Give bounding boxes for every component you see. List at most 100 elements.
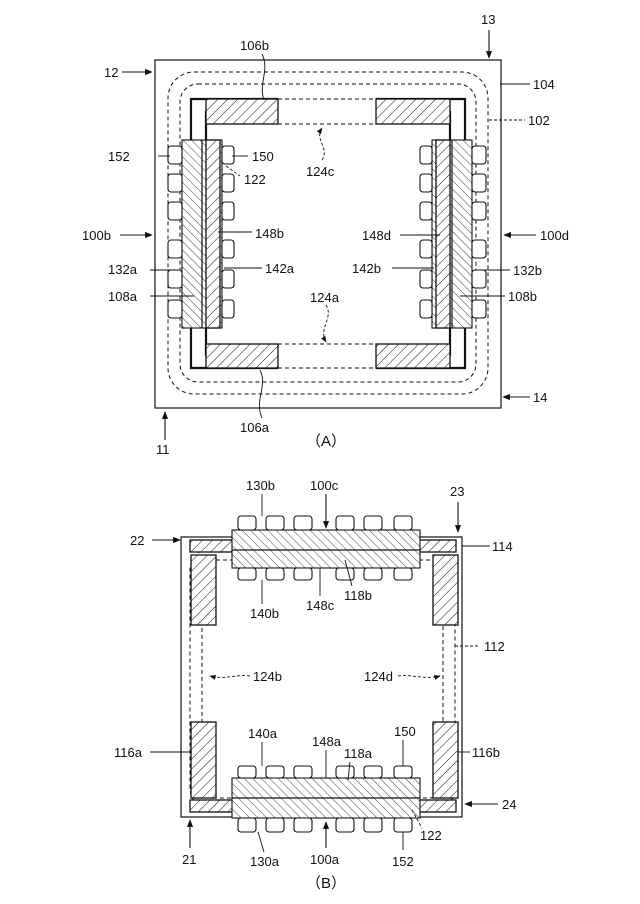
- label-21: 21: [182, 852, 196, 867]
- block-106a-left: [206, 344, 278, 368]
- bolt-nut: [294, 766, 312, 778]
- bolt-head: [238, 516, 256, 530]
- leader-130a: [258, 832, 264, 852]
- bolt-head: [168, 146, 182, 164]
- bolt-nut: [238, 568, 256, 580]
- bolt-head: [168, 202, 182, 220]
- bolt-head: [364, 818, 382, 832]
- bolt-nut: [420, 240, 432, 258]
- bolt-nut: [420, 146, 432, 164]
- label-100c: 100c: [310, 478, 339, 493]
- label-108a: 108a: [108, 289, 138, 304]
- bolt-nut: [294, 568, 312, 580]
- label-142a: 142a: [265, 261, 295, 276]
- label-124b: 124b: [253, 669, 282, 684]
- bolt-head: [168, 240, 182, 258]
- label-22: 22: [130, 533, 144, 548]
- bolt-nut: [420, 174, 432, 192]
- label-118a: 118a: [344, 746, 373, 761]
- bolt-head: [294, 818, 312, 832]
- bolt-head: [266, 818, 284, 832]
- block-116a-top: [191, 555, 216, 625]
- bolt-nut: [222, 240, 234, 258]
- bolt-nut: [420, 202, 432, 220]
- label-130a: 130a: [250, 854, 280, 869]
- bolt-head: [472, 240, 486, 258]
- leader-106b: [262, 54, 265, 100]
- label-104: 104: [533, 77, 555, 92]
- top-clamp-plate: [232, 530, 420, 568]
- bolt-nut: [336, 568, 354, 580]
- bolt-head: [266, 516, 284, 530]
- label-132b: 132b: [513, 263, 542, 278]
- label-152: 152: [108, 149, 130, 164]
- bolt-nut: [222, 270, 234, 288]
- label-148d: 148d: [362, 228, 391, 243]
- bolt-nut: [266, 766, 284, 778]
- label-23: 23: [450, 484, 464, 499]
- caption-a: （A）: [306, 433, 346, 450]
- label-140b: 140b: [250, 606, 279, 621]
- label-116a: 116a: [114, 745, 143, 760]
- bolt-head: [472, 146, 486, 164]
- label-124d: 124d: [364, 669, 393, 684]
- label-24: 24: [502, 797, 516, 812]
- label-108b: 108b: [508, 289, 537, 304]
- bolt-nut: [394, 568, 412, 580]
- block-106b-right: [376, 99, 450, 124]
- label-150-b: 150: [394, 724, 416, 739]
- block-106b-left: [206, 99, 278, 124]
- figure-b: 130b 100c 23 22 114 140b 148c 118b 112 1…: [114, 478, 516, 892]
- label-142b: 142b: [352, 261, 381, 276]
- bolt-nut: [394, 766, 412, 778]
- bolt-nut: [420, 300, 432, 318]
- bolt-head: [472, 202, 486, 220]
- label-100b: 100b: [82, 228, 111, 243]
- block-116b-top: [433, 555, 458, 625]
- bolt-nut: [238, 766, 256, 778]
- dashed-outline-outer-b: [190, 548, 455, 810]
- bolt-nut: [222, 300, 234, 318]
- label-11: 11: [156, 442, 170, 457]
- bolt-head: [168, 174, 182, 192]
- bolt-nut: [364, 568, 382, 580]
- bolt-head: [294, 516, 312, 530]
- arrow-124a: [324, 305, 329, 342]
- label-124c: 124c: [306, 164, 335, 179]
- label-132a: 132a: [108, 262, 138, 277]
- label-122: 122: [244, 172, 266, 187]
- label-106a: 106a: [240, 420, 270, 435]
- label-13: 13: [481, 12, 495, 27]
- label-140a: 140a: [248, 726, 278, 741]
- bolt-head: [394, 516, 412, 530]
- label-152-b: 152: [392, 854, 414, 869]
- bolt-head: [168, 300, 182, 318]
- bolt-nut: [420, 270, 432, 288]
- label-116b: 116b: [472, 745, 500, 760]
- label-148c: 148c: [306, 598, 335, 613]
- block-116a-bottom: [191, 722, 216, 798]
- label-124a: 124a: [310, 290, 340, 305]
- block-116b-bottom: [433, 722, 458, 798]
- right-conductor-strip: [436, 140, 450, 328]
- bolt-nut: [364, 766, 382, 778]
- bolt-nut: [222, 146, 234, 164]
- arrow-124b: [210, 676, 250, 678]
- label-148b: 148b: [255, 226, 284, 241]
- bolt-nut: [336, 766, 354, 778]
- block-106a-right: [376, 344, 450, 368]
- bolt-head: [394, 818, 412, 832]
- figure-a: 13 12 106b 104 102 152 150 122 124c 100b…: [82, 12, 569, 457]
- label-12: 12: [104, 65, 118, 80]
- left-conductor-strip: [206, 140, 220, 328]
- arrow-124c: [320, 128, 325, 160]
- label-100d: 100d: [540, 228, 569, 243]
- bolt-head: [472, 174, 486, 192]
- label-102: 102: [528, 113, 550, 128]
- label-148a: 148a: [312, 734, 342, 749]
- label-114: 114: [492, 539, 513, 554]
- dashed-outline-inner-b: [202, 560, 443, 798]
- label-118b: 118b: [344, 588, 372, 603]
- label-100a: 100a: [310, 852, 340, 867]
